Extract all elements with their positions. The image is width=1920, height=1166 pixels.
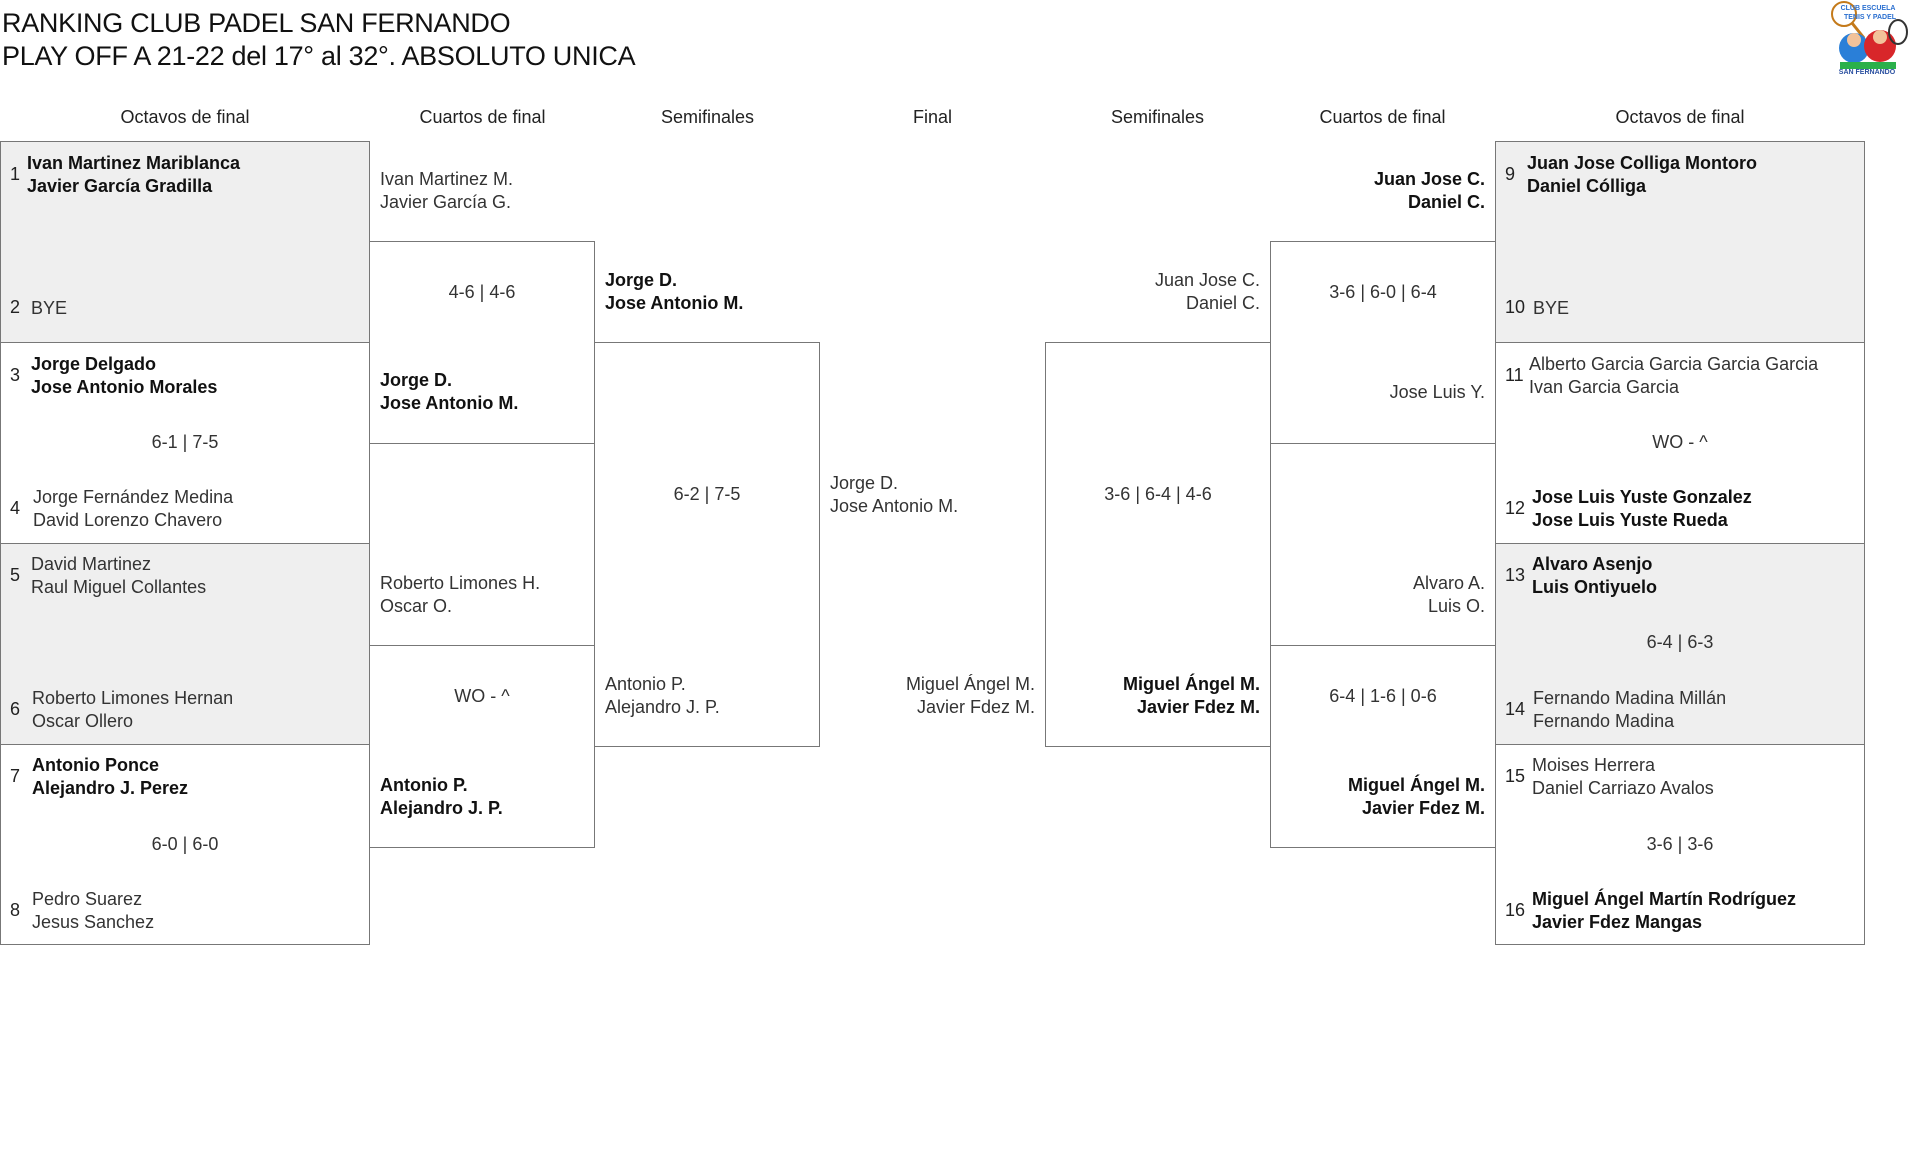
score-octavos-7-8: 6-0 | 6-0: [151, 834, 219, 854]
match-box-15-16: [1495, 744, 1865, 945]
header-octavos-left: Octavos de final: [120, 107, 250, 127]
seed-number: 2: [10, 297, 21, 317]
seed-number: 14: [1505, 699, 1526, 719]
semis-right-team-bottom: Miguel Ángel M.Javier Fdez M.: [1123, 674, 1260, 717]
header-cuartos-left: Cuartos de final: [419, 107, 546, 127]
club-logo: CLUB ESCUELA TENIS Y PADEL SAN FERNANDO: [1831, 1, 1908, 76]
cuartos-right-box-top: [1270, 241, 1496, 444]
semis-left-team-bottom: Antonio P.Alejandro J. P.: [605, 674, 720, 717]
header-final: Final: [912, 107, 952, 127]
svg-text:TENIS Y PADEL: TENIS Y PADEL: [1844, 14, 1897, 21]
score-octavos-11-12: WO - ^: [1652, 432, 1708, 452]
semis-left-team-top: Jorge D.Jose Antonio M.: [605, 270, 744, 313]
cuartos-left-team-3: Roberto Limones H.Oscar O.: [380, 573, 541, 616]
seed-number: 16: [1505, 900, 1526, 920]
seed-number: 9: [1505, 164, 1516, 184]
seed-number: 12: [1505, 498, 1526, 518]
score-cuartos-left-top: 4-6 | 4-6: [448, 282, 516, 302]
score-octavos-13-14: 6-4 | 6-3: [1646, 632, 1714, 652]
cuartos-left-team-2: Jorge D.Jose Antonio M.: [380, 370, 519, 413]
seed-number: 15: [1505, 766, 1526, 786]
match-box-13-14: [1495, 543, 1865, 745]
svg-text:SAN FERNANDO: SAN FERNANDO: [1839, 69, 1896, 76]
final-team-left: Jorge D.Jose Antonio M.: [830, 473, 959, 516]
match-box-5-6: [0, 543, 370, 745]
seed-number: 6: [10, 699, 21, 719]
match-box-1-2: [0, 141, 370, 343]
page-title: RANKING CLUB PADEL SAN FERNANDO: [2, 8, 511, 38]
cuartos-right-team-1: Juan Jose C.Daniel C.: [1373, 169, 1485, 212]
seed-number: 4: [10, 498, 21, 518]
page-subtitle: PLAY OFF A 21-22 del 17° al 32°. ABSOLUT…: [2, 41, 636, 71]
cuartos-right-team-3: Alvaro A.Luis O.: [1412, 573, 1485, 616]
final-team-right: Miguel Ángel M.Javier Fdez M.: [905, 674, 1035, 717]
seed-number: 1: [10, 164, 21, 184]
seed-number: 8: [10, 900, 21, 920]
score-octavos-3-4: 6-1 | 7-5: [151, 432, 219, 452]
seed-number: 13: [1505, 565, 1526, 585]
score-semis-left: 6-2 | 7-5: [673, 484, 741, 504]
match-box-9-10: [1495, 141, 1865, 343]
score-semis-right: 3-6 | 6-4 | 4-6: [1104, 484, 1212, 504]
seed-number: 11: [1505, 365, 1524, 385]
semis-right-team-top: Juan Jose C.Daniel C.: [1154, 270, 1260, 313]
header-semis-right: Semifinales: [1110, 107, 1205, 127]
seed-number: 7: [10, 766, 21, 786]
seed-number: 3: [10, 365, 21, 385]
header-semis-left: Semifinales: [660, 107, 755, 127]
team-seed-10: BYE: [1533, 298, 1570, 318]
seed-number: 10: [1505, 297, 1526, 317]
score-cuartos-right-bottom: 6-4 | 1-6 | 0-6: [1329, 686, 1437, 706]
score-octavos-15-16: 3-6 | 3-6: [1646, 834, 1714, 854]
svg-text:CLUB ESCUELA: CLUB ESCUELA: [1841, 5, 1896, 12]
semis-left-box: [594, 342, 820, 747]
seed-number: 5: [10, 565, 21, 585]
score-cuartos-left-bottom: WO - ^: [454, 686, 510, 706]
header-octavos-right: Octavos de final: [1615, 107, 1745, 127]
semis-right-box: [1045, 342, 1271, 747]
cuartos-left-team-4: Antonio P.Alejandro J. P.: [380, 775, 503, 818]
score-cuartos-right-top: 3-6 | 6-0 | 6-4: [1329, 282, 1437, 302]
cuartos-left-team-1: Ivan Martinez M.Javier García G.: [380, 169, 514, 212]
cuartos-right-team-4: Miguel Ángel M.Javier Fdez M.: [1348, 775, 1485, 818]
cuartos-right-team-2: Jose Luis Y.: [1389, 382, 1485, 402]
team-seed-2: BYE: [31, 298, 68, 318]
header-cuartos-right: Cuartos de final: [1319, 107, 1446, 127]
